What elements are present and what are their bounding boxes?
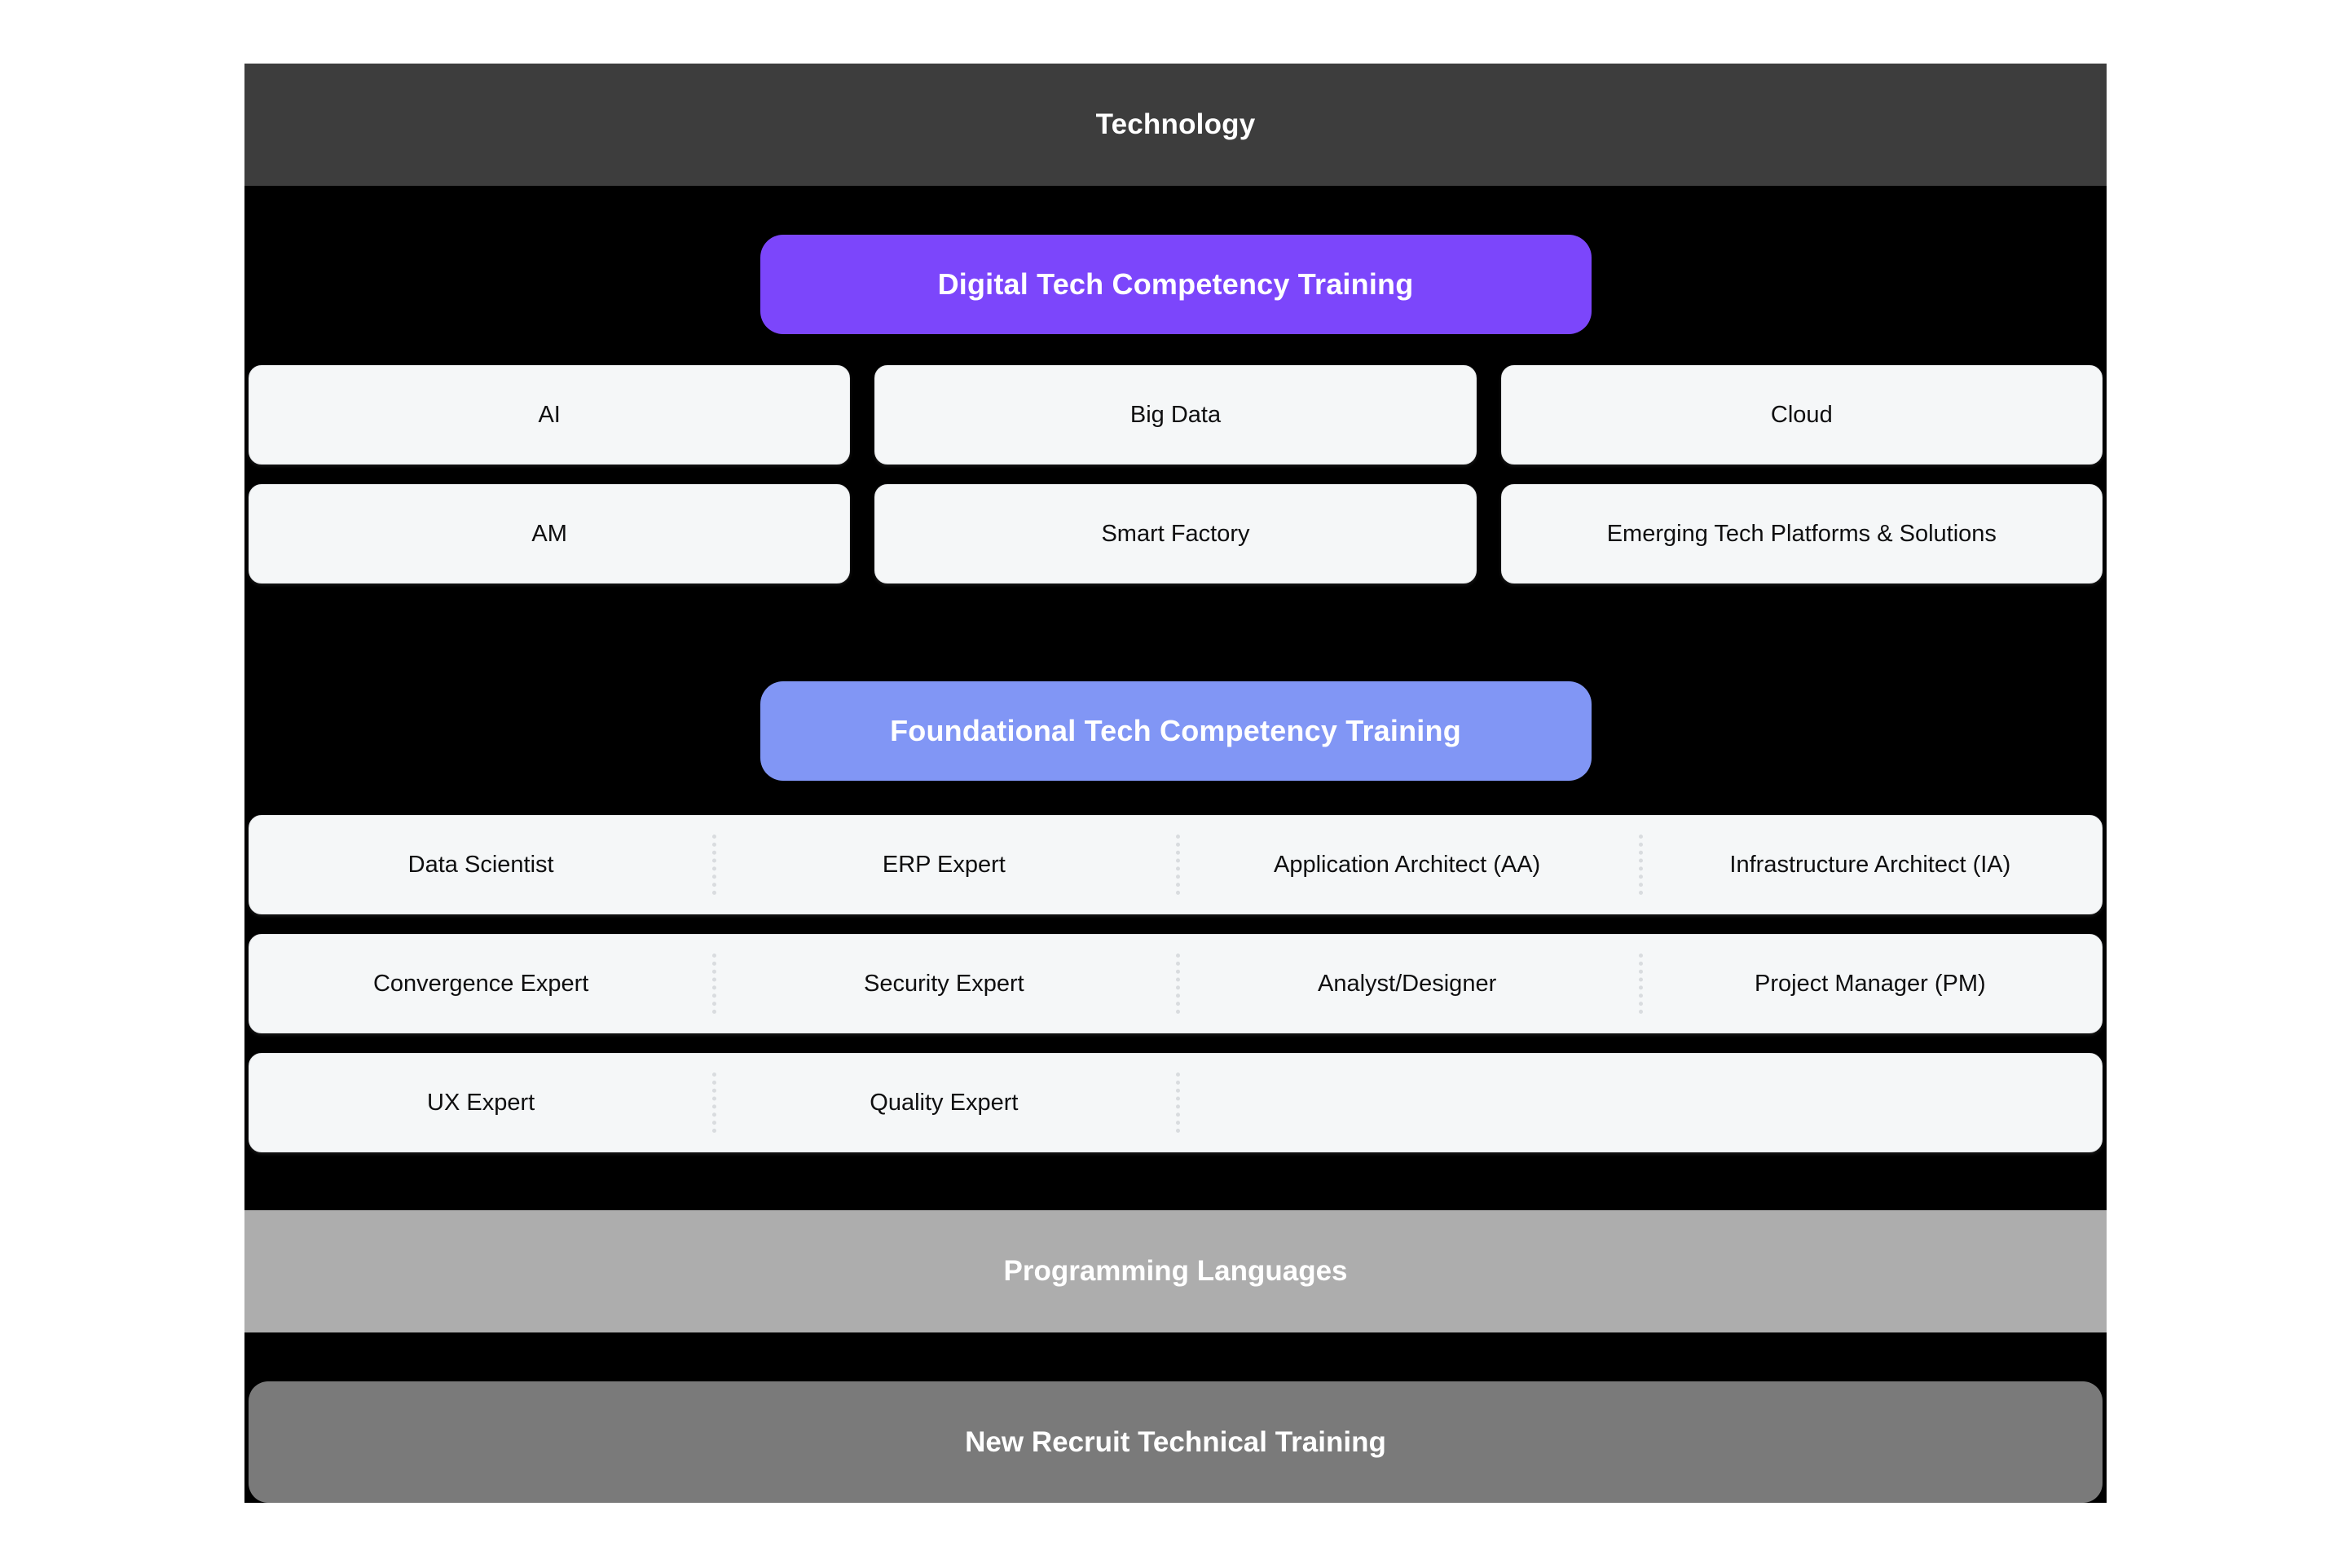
role-application-architect[interactable]: Application Architect (AA) [1176, 816, 1639, 914]
card-emerging-tech[interactable]: Emerging Tech Platforms & Solutions [1500, 484, 2103, 584]
page-title: Technology [1095, 108, 1256, 140]
card-big-data[interactable]: Big Data [874, 365, 1477, 465]
role-analyst-designer[interactable]: Analyst/Designer [1176, 935, 1639, 1033]
role-empty-slot-2 [1639, 1054, 2102, 1152]
technology-training-diagram: Technology Digital Tech Competency Train… [244, 64, 2107, 1503]
role-empty-slot-1 [1176, 1054, 1639, 1152]
role-convergence-expert[interactable]: Convergence Expert [372, 970, 589, 997]
card-cloud[interactable]: Cloud [1500, 365, 2103, 465]
card-ai[interactable]: AI [249, 365, 851, 465]
role-row: UX Expert Quality Expert [249, 1053, 2103, 1152]
role-row: Data Scientist ERP Expert Application Ar… [249, 815, 2103, 914]
role-erp-expert[interactable]: ERP Expert [712, 816, 1175, 914]
role-quality-expert[interactable]: Quality Expert [712, 1054, 1175, 1152]
diagram-header: Technology [244, 64, 2107, 186]
card-am[interactable]: AM [249, 484, 851, 584]
role-project-manager[interactable]: Project Manager (PM) [1639, 935, 2102, 1033]
role-infrastructure-architect[interactable]: Infrastructure Architect (IA) [1639, 816, 2102, 914]
digital-tech-competency-training-pill[interactable]: Digital Tech Competency Training [760, 235, 1592, 334]
role-row: Convergence Expert Security Expert Analy… [249, 934, 2103, 1033]
role-ux-expert[interactable]: UX Expert [427, 1089, 535, 1116]
new-recruit-technical-training-band[interactable]: New Recruit Technical Training [249, 1381, 2103, 1503]
card-smart-factory[interactable]: Smart Factory [874, 484, 1477, 584]
digital-tech-card-grid: AI Big Data Cloud AM Smart Factory Emerg… [249, 365, 2103, 584]
role-security-expert[interactable]: Security Expert [712, 935, 1175, 1033]
programming-languages-band[interactable]: Programming Languages [244, 1210, 2107, 1332]
foundational-role-rows: Data Scientist ERP Expert Application Ar… [249, 815, 2103, 1152]
role-data-scientist[interactable]: Data Scientist [407, 851, 554, 878]
foundational-tech-competency-training-pill[interactable]: Foundational Tech Competency Training [760, 681, 1592, 781]
